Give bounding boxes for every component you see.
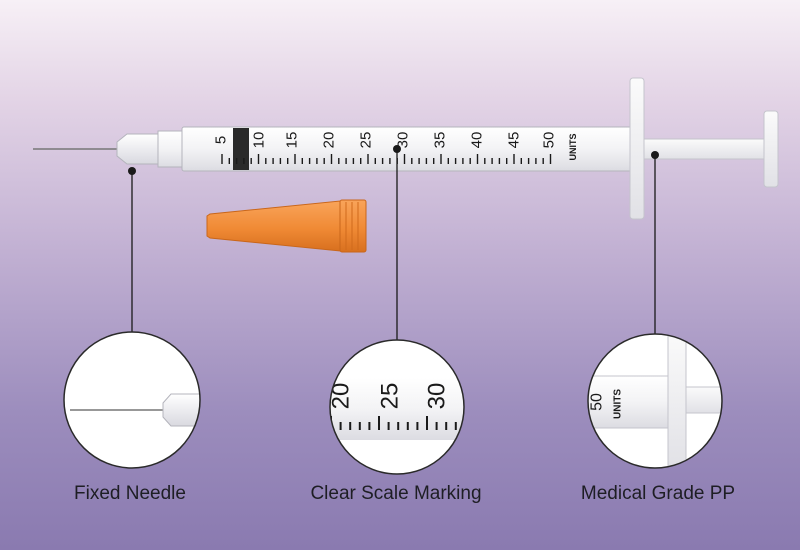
scale-unit-label: UNITS: [568, 134, 578, 161]
caption-fixed-needle: Fixed Needle: [74, 483, 186, 504]
scale-number-40: 40: [469, 132, 486, 149]
zoom-scale-number-25: 25: [377, 383, 404, 410]
scale-number-50: 50: [541, 132, 558, 149]
zoom-scale-number-20: 20: [328, 383, 355, 410]
syringe: 5 10 15 20 25 30 35 40 45 50 UNITS: [33, 77, 779, 220]
finger-flange: [629, 77, 645, 220]
scale-ticks: [221, 154, 552, 164]
zoom-unit-label: UNITS: [613, 389, 624, 419]
zoom-circle-scale: 20 25 30: [328, 339, 465, 475]
rubber-stopper: [233, 128, 249, 170]
scale-number-45: 45: [506, 132, 523, 149]
scale-number-30: 30: [395, 132, 412, 149]
needle-hub: [116, 133, 159, 165]
needle-cap: [206, 199, 367, 253]
barrel-tip: [157, 130, 183, 168]
scale-number-35: 35: [432, 132, 449, 149]
caption-clear-scale-marking: Clear Scale Marking: [310, 483, 482, 504]
caption-medical-grade-pp: Medical Grade PP: [580, 483, 736, 504]
zoom-scale-number-50: 50: [589, 393, 606, 411]
scale-number-10: 10: [251, 132, 268, 149]
scale-number-20: 20: [321, 132, 338, 149]
scale-number-25: 25: [358, 132, 375, 149]
thumb-press: [763, 110, 779, 188]
scale-number-5: 5: [213, 136, 230, 144]
leader-lines: [128, 145, 659, 340]
zoom-scale-number-30: 30: [424, 383, 451, 410]
zoom-circle-material: 50 UNITS: [587, 333, 723, 469]
zoom-circle-needle: [63, 331, 201, 469]
scale-number-15: 15: [284, 132, 301, 149]
